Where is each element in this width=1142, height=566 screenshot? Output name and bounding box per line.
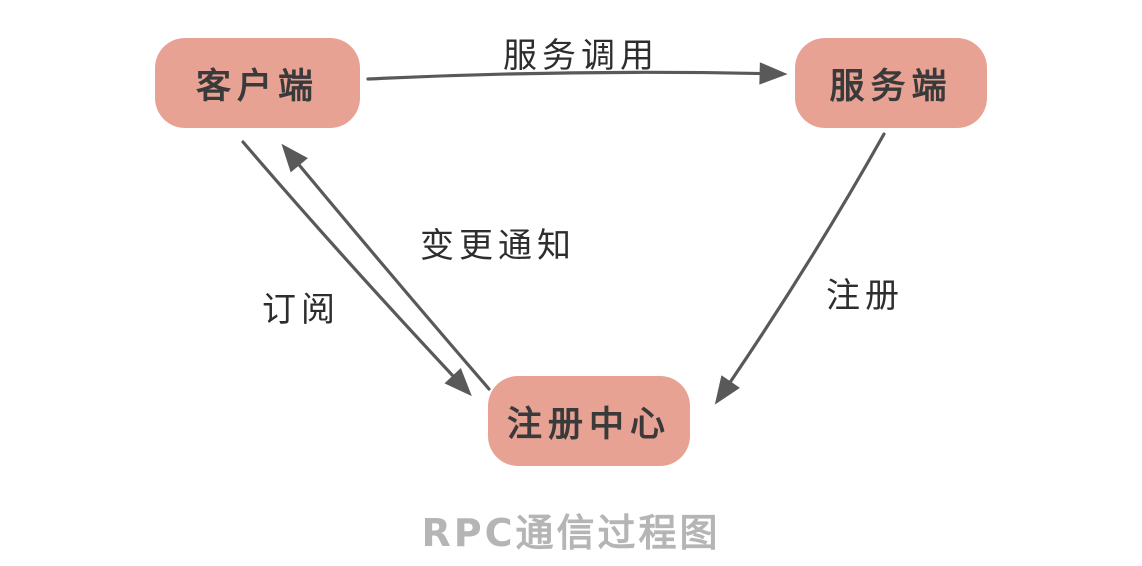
arrow-service-call xyxy=(366,62,788,85)
edge-label-register: 注册 xyxy=(826,276,904,316)
arrow-register xyxy=(714,132,886,405)
node-registry-label: 注册中心 xyxy=(506,404,671,445)
node-registry: 注册中心 xyxy=(488,376,690,466)
node-client: 客户端 xyxy=(155,38,360,128)
edge-label-service-call: 服务调用 xyxy=(503,36,659,76)
edge-label-change-notify: 变更通知 xyxy=(420,226,576,266)
node-server-label: 服务端 xyxy=(829,66,953,107)
arrow-change-notify xyxy=(281,143,491,391)
node-server: 服务端 xyxy=(795,38,987,128)
edge-label-subscribe: 订阅 xyxy=(262,290,340,330)
node-client-label: 客户端 xyxy=(195,66,319,107)
arrow-subscribe xyxy=(241,140,472,397)
diagram-title: RPC通信过程图 xyxy=(421,511,721,555)
